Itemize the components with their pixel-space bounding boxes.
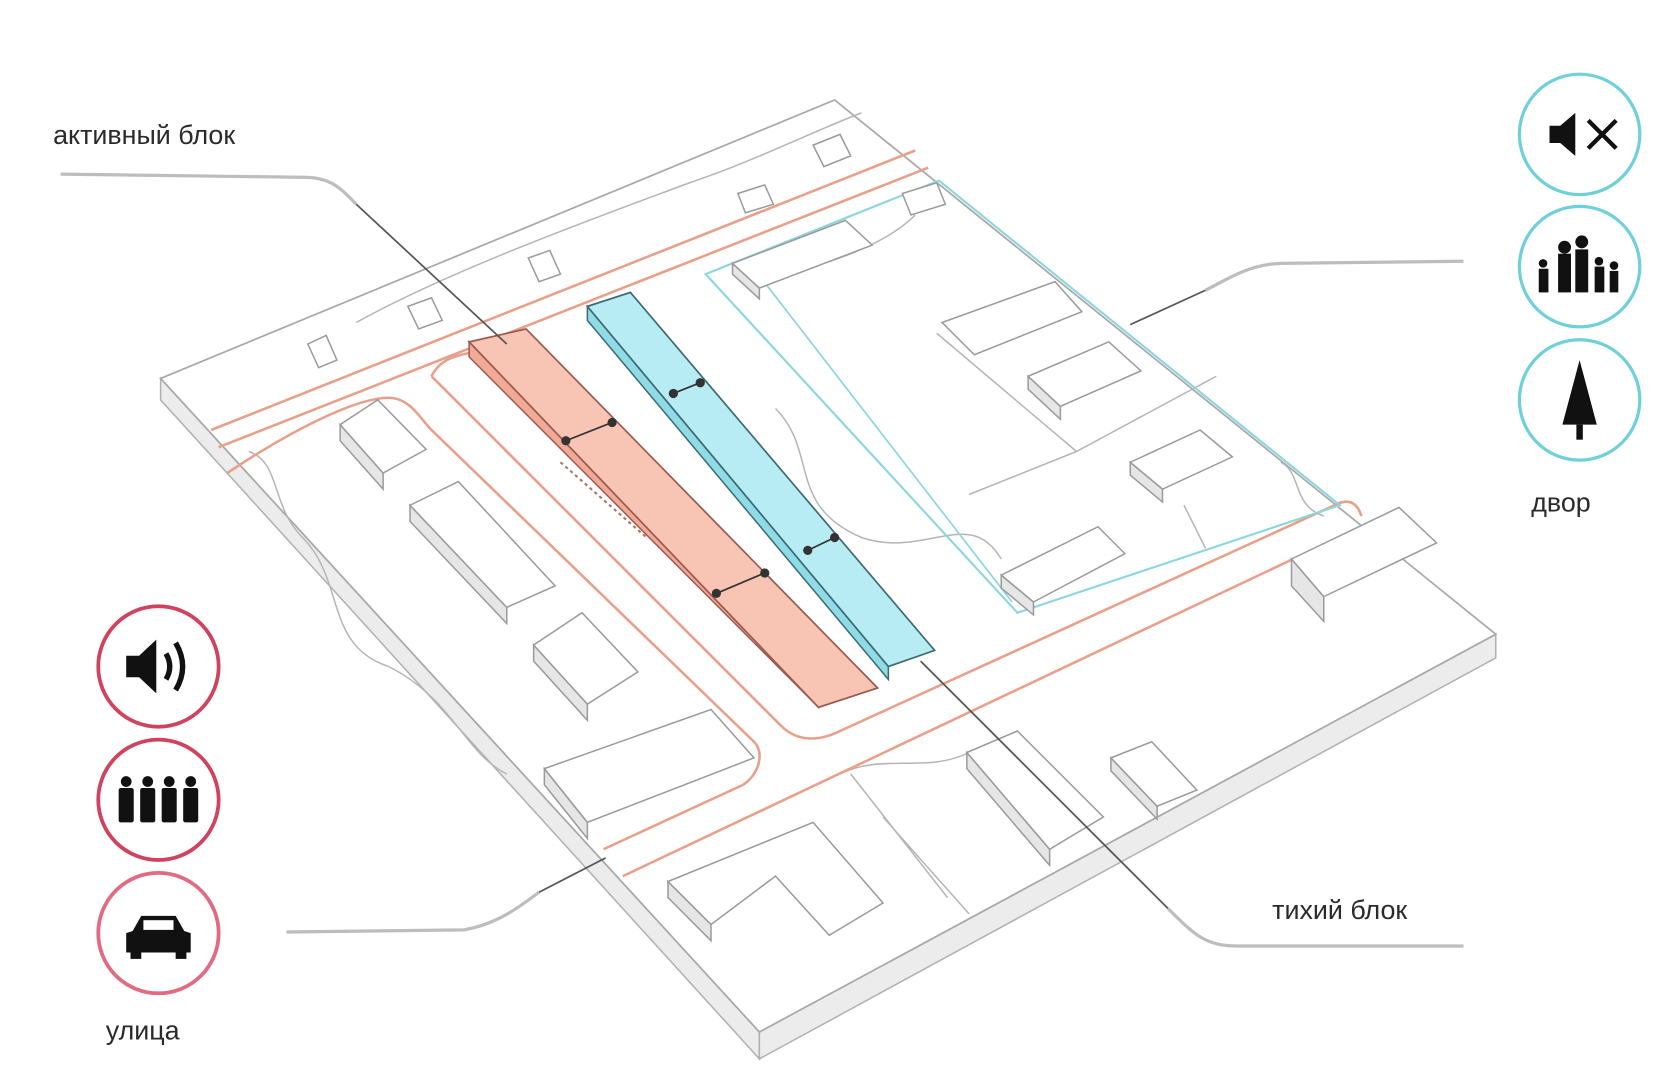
label-street: улица [106,1016,180,1046]
tree-icon [1562,360,1597,440]
house [1026,340,1143,421]
house [666,821,885,943]
car-icon [126,915,191,959]
house [1109,740,1199,822]
leader-lines [60,172,1464,948]
street-icon-circle [96,871,221,996]
crowd-icon [118,776,199,823]
house [408,480,557,626]
quiet-block[interactable] [585,291,937,682]
street-icons [96,604,221,996]
street-icon-circle [96,737,221,862]
house [999,525,1127,617]
house [306,334,338,369]
courtyard-inner-line [753,268,1013,603]
active-block[interactable] [467,328,880,710]
house [338,398,428,492]
speaker-loud-icon [126,639,186,694]
courtyard-outline [703,179,1343,614]
label-active-block: активный блок [53,120,235,150]
house [406,296,444,330]
label-quiet-block: тихий блок [1272,895,1407,925]
house [527,249,562,283]
house [1128,429,1234,504]
house [812,133,852,168]
house [543,708,756,841]
yard-icon-circle [1517,204,1642,329]
house [731,219,874,301]
yard-icon-circle [1517,72,1642,197]
houses [306,133,1438,943]
bridges [561,378,840,599]
speaker-muted-icon [1549,112,1618,156]
yard-icon-circle [1517,338,1642,462]
house [1290,506,1438,624]
label-yard: двор [1531,488,1591,518]
house [736,183,775,214]
yard-icons [1517,72,1642,462]
house [965,730,1105,868]
house [532,611,640,723]
family-icon [1538,235,1619,293]
house [940,280,1084,356]
house [901,181,947,216]
terrain-lines [248,112,1324,915]
street-icon-circle [96,604,221,729]
roads [210,149,1363,878]
